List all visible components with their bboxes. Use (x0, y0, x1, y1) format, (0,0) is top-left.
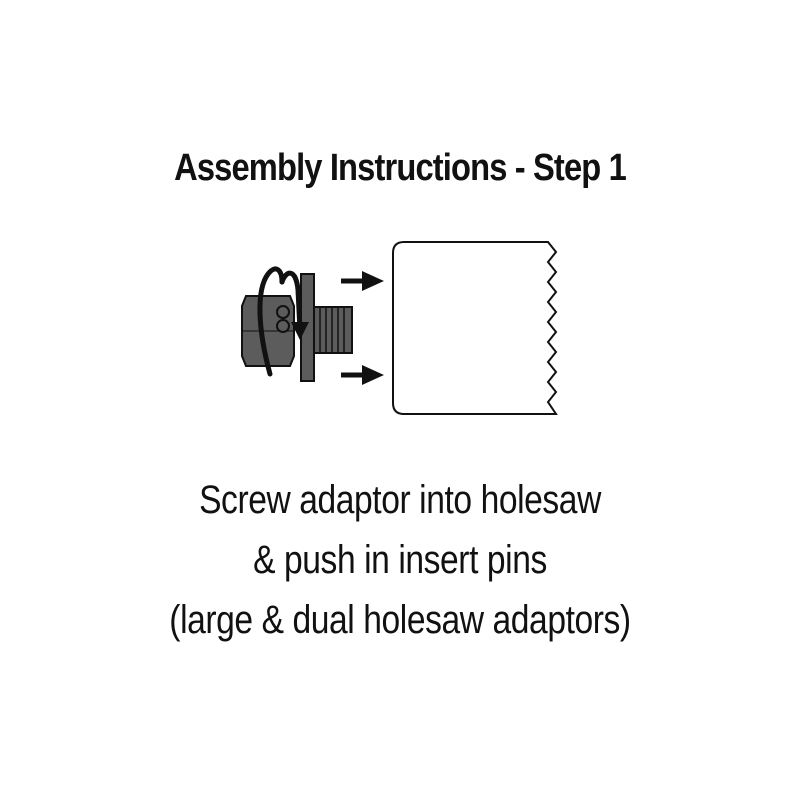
instruction-caption: Screw adaptor into holesaw & push in ins… (64, 470, 736, 650)
holesaw-icon (392, 241, 558, 415)
caption-line: Screw adaptor into holesaw (199, 478, 601, 522)
page-title: Assembly Instructions - Step 1 (174, 147, 627, 189)
push-arrow-icon (341, 271, 384, 291)
caption-line: (large & dual holesaw adaptors) (169, 598, 631, 642)
rotation-arrow-icon (257, 266, 309, 377)
push-arrow-icon (341, 365, 384, 385)
caption-line: & push in insert pins (253, 538, 547, 582)
adaptor-icon (241, 273, 353, 382)
